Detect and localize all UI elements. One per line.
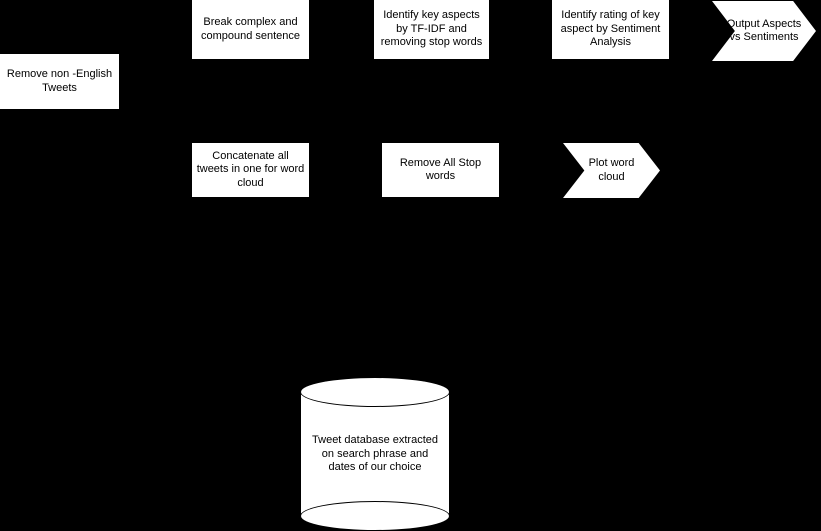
node-output-aspects-vs-sentiments[interactable]: Output Aspects vs Sentiments — [712, 1, 816, 61]
node-identify-key-aspects[interactable]: Identify key aspects by TF-IDF and remov… — [373, 0, 490, 60]
node-label: Remove non -English Tweets — [6, 68, 113, 94]
node-identify-rating-of-key-aspect[interactable]: Identify rating of key aspect by Sentime… — [551, 0, 670, 60]
node-plot-word-cloud[interactable]: Plot word cloud — [563, 143, 660, 198]
node-label: Identify key aspects by TF-IDF and remov… — [380, 9, 483, 49]
node-label: Tweet database extracted on search phras… — [312, 433, 438, 473]
node-label: Output Aspects vs Sentiments — [726, 17, 802, 44]
cylinder-bottom-ellipse — [300, 501, 450, 531]
cylinder-body — [300, 391, 450, 517]
node-break-complex-and-compound-sentence[interactable]: Break complex and compound sentence — [191, 0, 310, 60]
node-label: Plot word cloud — [588, 157, 635, 183]
node-label: Remove All Stop words — [399, 156, 482, 183]
cylinder-top-ellipse — [300, 377, 450, 407]
node-remove-non-english-tweets[interactable]: Remove non -English Tweets — [0, 53, 120, 110]
node-tweet-database[interactable]: Tweet database extracted on search phras… — [300, 377, 450, 531]
node-concatenate-all-tweets[interactable]: Concatenate all tweets in one for word c… — [191, 142, 310, 198]
node-label: Identify rating of key aspect by Sentime… — [560, 9, 661, 49]
node-label: Concatenate all tweets in one for word c… — [196, 149, 305, 189]
node-label: Break complex and compound sentence — [200, 16, 301, 42]
node-remove-all-stop-words[interactable]: Remove All Stop words — [381, 142, 500, 198]
